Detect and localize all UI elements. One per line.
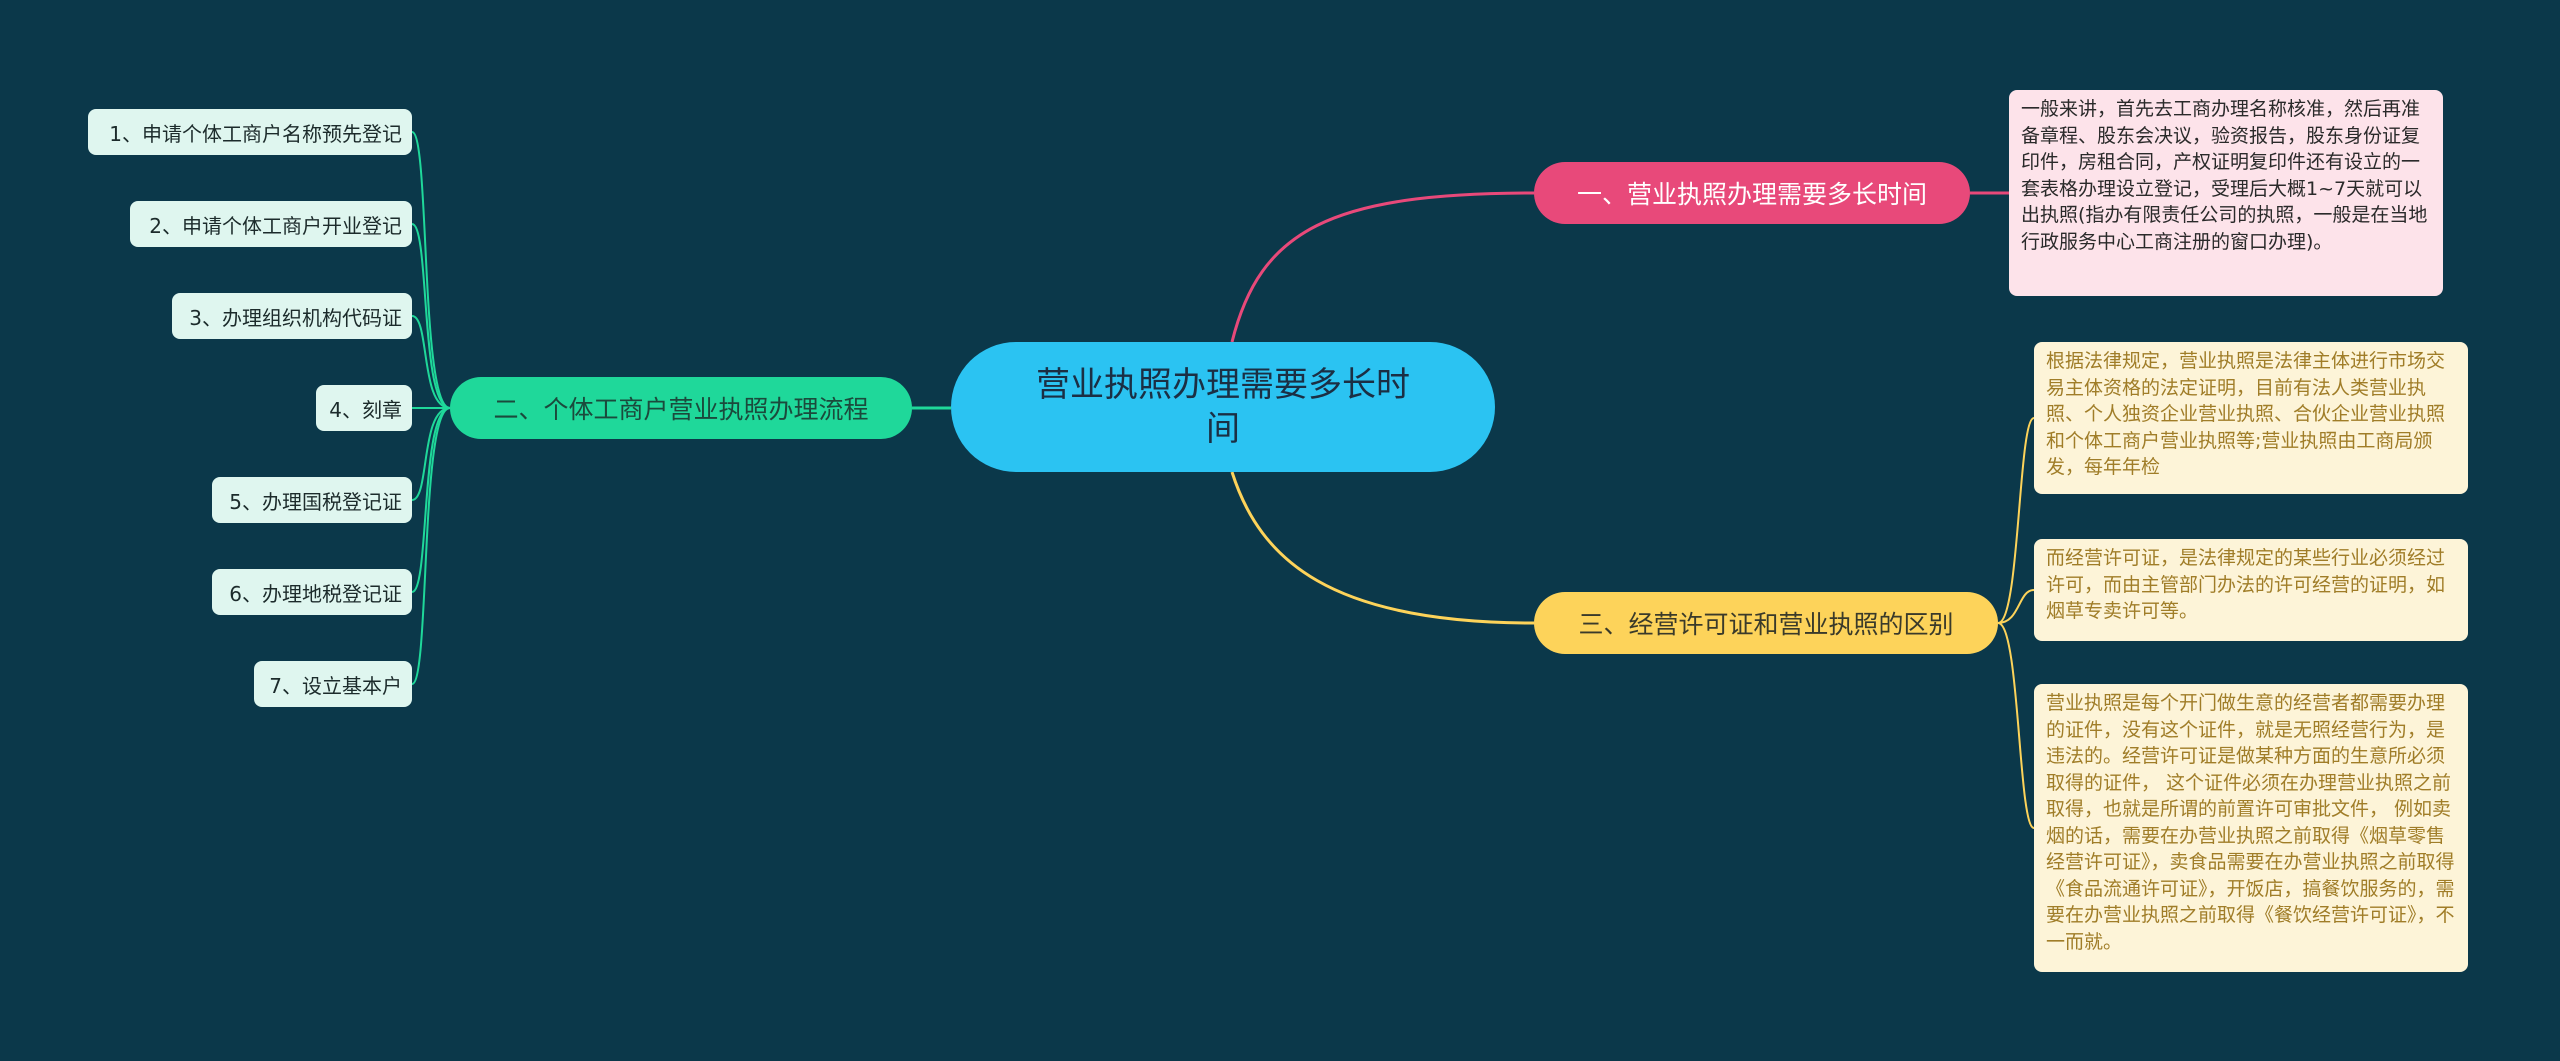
connector-b3-note2 xyxy=(1997,589,2035,624)
branch-difference-label: 三、经营许可证和营业执照的区别 xyxy=(1578,610,1954,639)
leaf-step-3[interactable]: 3、办理组织机构代码证 xyxy=(172,293,412,339)
central-topic-label: 营业执照办理需要多长时间 xyxy=(1036,365,1410,449)
connector-b3-note1 xyxy=(1997,417,2035,624)
note-difference-2[interactable]: 而经营许可证，是法律规定的某些行业必须经过许可，而由主管部门办法的许可经营的证明… xyxy=(2034,539,2468,641)
leaf-step-1[interactable]: 1、申请个体工商户名称预先登记 xyxy=(88,109,412,155)
central-topic[interactable]: 营业执照办理需要多长时间 xyxy=(951,342,1495,472)
leaf-step-2-label: 2、申请个体工商户开业登记 xyxy=(149,213,402,238)
connector-b2-leaf3 xyxy=(411,315,451,409)
connector-central-b3 xyxy=(1230,471,1535,625)
connector-b2-leaf1 xyxy=(411,131,451,409)
connector-b2-leaf7 xyxy=(411,407,451,685)
note-duration-text: 一般来讲，首先去工商办理名称核准，然后再准备章程、股东会决议，验资报告，股东身份… xyxy=(2021,98,2428,253)
note-difference-1-text: 根据法律规定，营业执照是法律主体进行市场交易主体资格的法定证明，目前有法人类营业… xyxy=(2046,350,2446,478)
connector-b2-leaf2 xyxy=(411,223,451,409)
branch-duration-label: 一、营业执照办理需要多长时间 xyxy=(1576,180,1927,209)
branch-procedure-label: 二、个体工商户营业执照办理流程 xyxy=(493,395,869,424)
note-duration[interactable]: 一般来讲，首先去工商办理名称核准，然后再准备章程、股东会决议，验资报告，股东身份… xyxy=(2009,90,2443,296)
leaf-step-5-label: 5、办理国税登记证 xyxy=(229,489,402,514)
connector-central-b1 xyxy=(1230,191,1535,343)
note-difference-2-text: 而经营许可证，是法律规定的某些行业必须经过许可，而由主管部门办法的许可经营的证明… xyxy=(2046,547,2446,622)
branch-difference[interactable]: 三、经营许可证和营业执照的区别 xyxy=(1534,592,1998,654)
branch-procedure[interactable]: 二、个体工商户营业执照办理流程 xyxy=(450,377,912,439)
leaf-step-2[interactable]: 2、申请个体工商户开业登记 xyxy=(130,201,412,247)
leaf-step-7[interactable]: 7、设立基本户 xyxy=(254,661,412,707)
connector-b2-leaf5 xyxy=(411,407,451,501)
branch-duration[interactable]: 一、营业执照办理需要多长时间 xyxy=(1534,162,1970,224)
leaf-step-1-label: 1、申请个体工商户名称预先登记 xyxy=(109,121,402,146)
leaf-step-5[interactable]: 5、办理国税登记证 xyxy=(212,477,412,523)
note-difference-3[interactable]: 营业执照是每个开门做生意的经营者都需要办理的证件，没有这个证件，就是无照经营行为… xyxy=(2034,684,2468,972)
note-difference-3-text: 营业执照是每个开门做生意的经营者都需要办理的证件，没有这个证件，就是无照经营行为… xyxy=(2046,692,2455,953)
note-difference-1[interactable]: 根据法律规定，营业执照是法律主体进行市场交易主体资格的法定证明，目前有法人类营业… xyxy=(2034,342,2468,494)
connector-b2-leaf6 xyxy=(411,407,451,593)
leaf-step-3-label: 3、办理组织机构代码证 xyxy=(189,305,402,330)
leaf-step-4[interactable]: 4、刻章 xyxy=(316,385,412,431)
leaf-step-6[interactable]: 6、办理地税登记证 xyxy=(212,569,412,615)
connector-b3-note3 xyxy=(1997,622,2035,829)
leaf-step-6-label: 6、办理地税登记证 xyxy=(229,581,402,606)
leaf-step-4-label: 4、刻章 xyxy=(329,397,402,422)
leaf-step-7-label: 7、设立基本户 xyxy=(269,673,402,698)
